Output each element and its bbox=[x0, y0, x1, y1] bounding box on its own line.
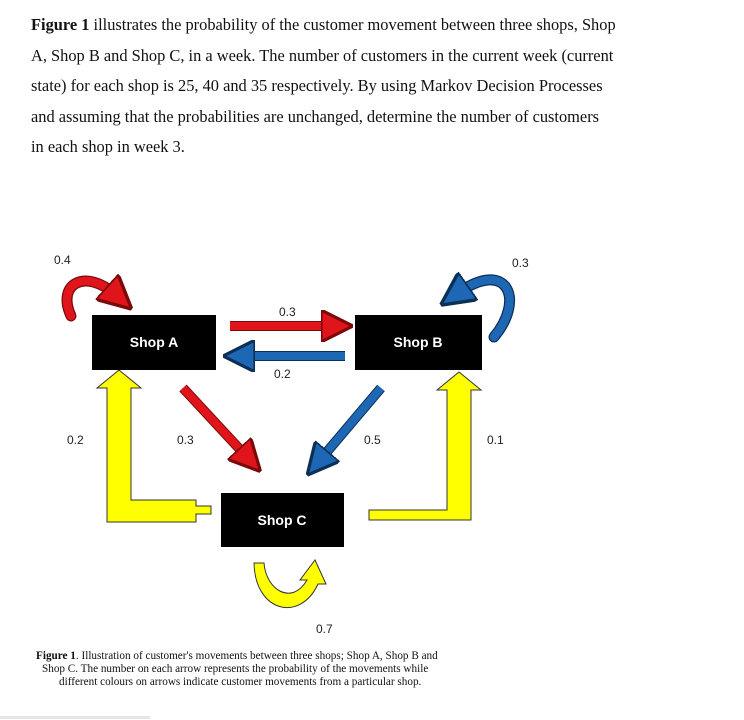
caption-line-2: Shop C. The number on each arrow represe… bbox=[42, 663, 429, 675]
arrow-a-to-c-fill bbox=[180, 385, 247, 457]
prob-a-to-a: 0.4 bbox=[54, 253, 71, 267]
shop-a-label: Shop A bbox=[130, 334, 178, 350]
prob-c-to-c: 0.7 bbox=[316, 622, 333, 636]
arrow-a-to-a-fill bbox=[62, 281, 116, 321]
question-text: Figure 1 illustrates the probability of … bbox=[31, 10, 691, 163]
prob-a-to-b: 0.3 bbox=[279, 305, 296, 319]
caption-figure-ref: Figure 1 bbox=[36, 650, 76, 662]
prob-b-to-c: 0.5 bbox=[364, 433, 381, 447]
figure-caption: Figure 1. Illustration of customer's mov… bbox=[36, 650, 596, 689]
prob-a-to-c: 0.3 bbox=[177, 433, 194, 447]
arrow-c-to-b bbox=[368, 371, 483, 521]
arrow-c-to-c bbox=[253, 559, 327, 609]
arrow-b-to-c-fill bbox=[320, 385, 385, 460]
bottom-divider bbox=[0, 716, 150, 719]
shop-c-label: Shop C bbox=[258, 512, 307, 528]
caption-line-1: . Illustration of customer's movements b… bbox=[75, 650, 438, 662]
caption-line-3: different colours on arrows indicate cus… bbox=[59, 676, 422, 688]
arrow-c-to-a bbox=[95, 369, 212, 523]
prob-b-to-a: 0.2 bbox=[274, 367, 291, 381]
shop-c-node: Shop C bbox=[221, 493, 344, 547]
question-line-5: in each shop in week 3. bbox=[31, 137, 185, 156]
shop-a-node: Shop A bbox=[92, 315, 216, 370]
question-figure-ref: Figure 1 bbox=[31, 15, 90, 34]
shop-b-node: Shop B bbox=[355, 315, 482, 370]
question-line-2: A, Shop B and Shop C, in a week. The num… bbox=[31, 45, 614, 65]
prob-b-to-b: 0.3 bbox=[512, 256, 529, 270]
question-line-4: and assuming that the probabilities are … bbox=[31, 106, 600, 126]
shop-b-label: Shop B bbox=[394, 334, 443, 350]
question-line-1: illustrates the probability of the custo… bbox=[89, 15, 616, 34]
arrow-b-to-b-fill bbox=[458, 280, 514, 342]
prob-c-to-a: 0.2 bbox=[67, 433, 84, 447]
prob-c-to-b: 0.1 bbox=[487, 433, 504, 447]
question-line-3: state) for each shop is 25, 40 and 35 re… bbox=[31, 76, 603, 95]
